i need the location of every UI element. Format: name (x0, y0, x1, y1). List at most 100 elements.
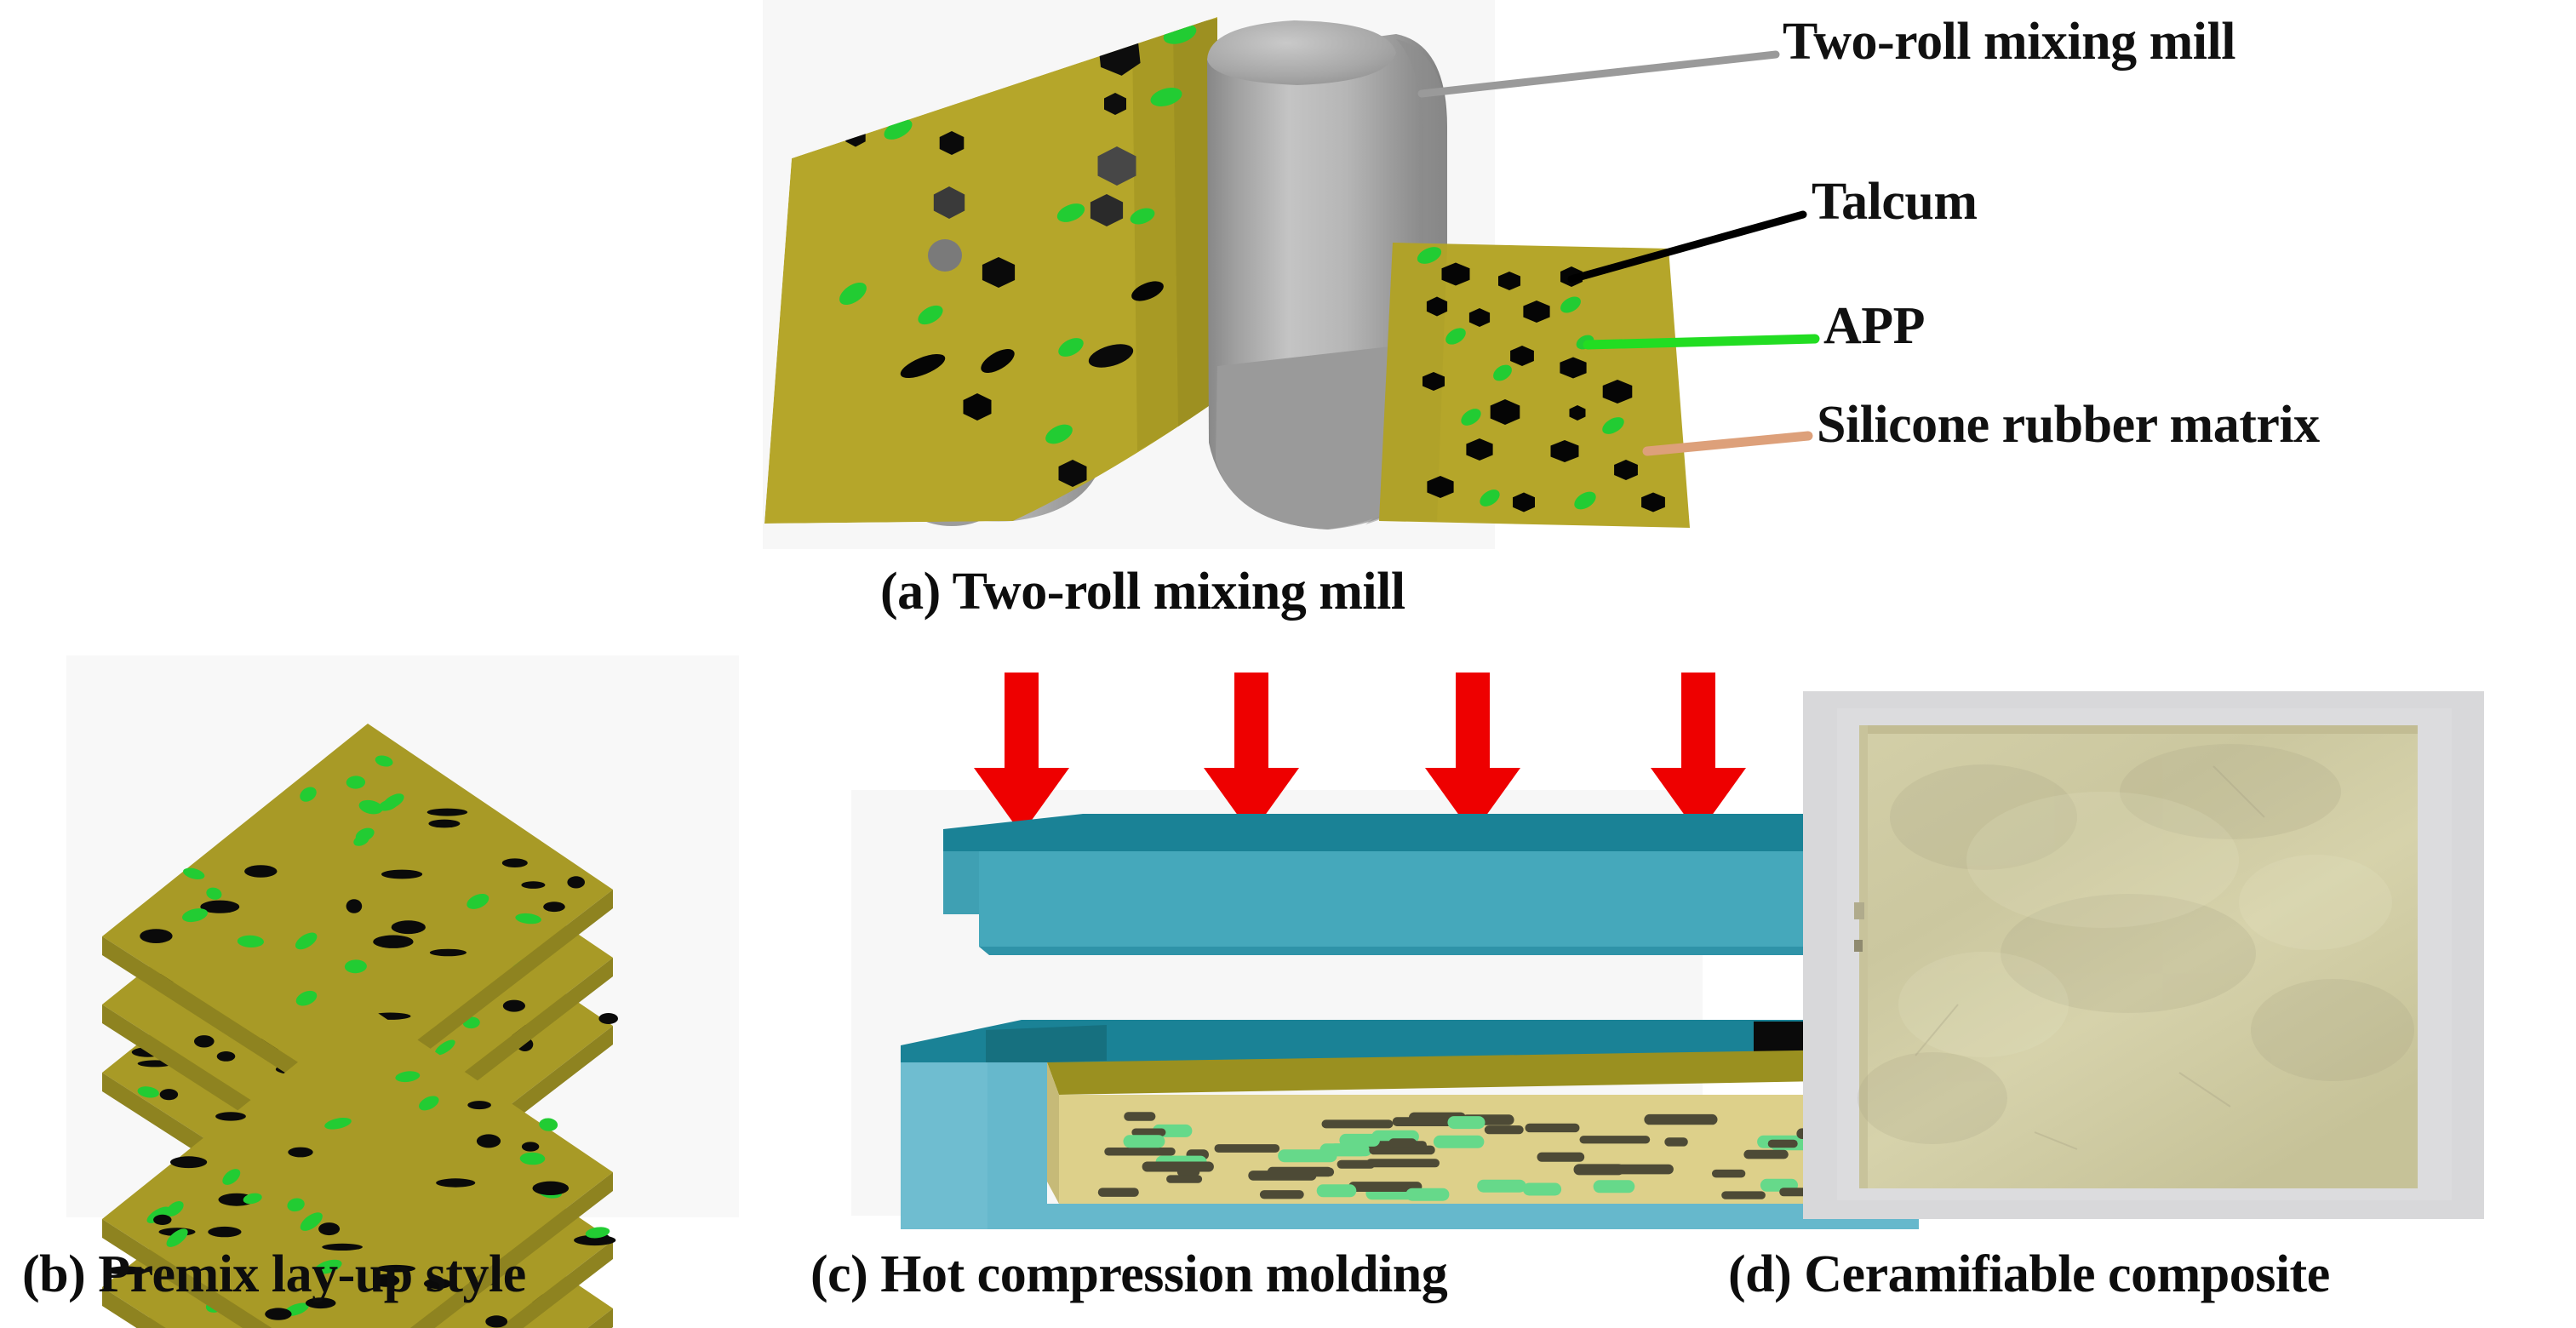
app-particle (585, 1227, 610, 1239)
panel-d-artwork (1803, 691, 2484, 1219)
talcum-particle (194, 1035, 215, 1048)
leader-line-mill (1417, 50, 1780, 98)
filler-particle (939, 131, 965, 155)
filler-particle (1131, 281, 1164, 301)
filler-particle (1574, 491, 1596, 510)
talcum-particle (476, 1134, 501, 1148)
talcum-particle (373, 935, 414, 948)
filler-particle (1130, 208, 1155, 225)
talcum-fiber (1131, 1128, 1166, 1136)
premix-sheet (102, 724, 613, 1113)
app-particle (344, 959, 367, 974)
app-particle (324, 1117, 352, 1130)
talcum-fiber (1337, 1159, 1376, 1169)
app-particle (519, 1152, 546, 1165)
talcum-fiber (1721, 1191, 1766, 1199)
app-particle (166, 1228, 188, 1247)
filler-particle (1423, 372, 1445, 391)
talcum-particle (428, 819, 461, 828)
filler-particle (1417, 247, 1442, 264)
talcum-particle (423, 1278, 452, 1290)
app-particle (346, 776, 366, 789)
filler-particle (851, 57, 889, 93)
talcum-fiber (1348, 1182, 1423, 1192)
talcum-fiber (1610, 1164, 1674, 1175)
app-particle (181, 908, 209, 923)
callout-label-app: APP (1823, 297, 1926, 355)
filler-particle (1445, 328, 1466, 345)
talcum-particle (373, 1274, 400, 1287)
talcum-fiber (1664, 1137, 1688, 1147)
premix-sheet-edge (102, 1287, 166, 1328)
filler-particle (1493, 364, 1512, 381)
panel-a-caption: (a) Two-roll mixing mill (880, 563, 1405, 621)
talcum-particle (208, 1226, 242, 1238)
premix-sheet-edge (587, 1308, 613, 1328)
talcum-particle (153, 1214, 172, 1225)
filler-particle (1045, 424, 1073, 444)
press-upper-punch (943, 814, 1915, 955)
filler-particle (1490, 399, 1520, 425)
talcum-particle (521, 1142, 540, 1152)
talcum-fiber (1767, 1139, 1798, 1148)
filler-particle (1480, 489, 1500, 507)
premix-sheet-edge (499, 1240, 613, 1328)
app-particle (375, 755, 393, 767)
filler-particle (1104, 93, 1126, 115)
app-particle (395, 1071, 421, 1083)
talcum-fiber (1644, 1113, 1718, 1125)
talcum-fiber (1142, 1161, 1214, 1172)
premix-stack-lower (102, 1006, 616, 1328)
app-particle (222, 1169, 241, 1185)
filler-particle (1097, 146, 1136, 186)
filler-particle (918, 305, 943, 325)
premix-sheet (102, 1006, 613, 1328)
filler-particle (919, 37, 952, 59)
talcum-particle (598, 1013, 618, 1024)
talcum-particle (567, 876, 585, 889)
talcum-fiber (1743, 1149, 1789, 1159)
talcum-fiber (1321, 1119, 1394, 1129)
callout-label-two-roll-mixing-mill: Two-roll mixing mill (1783, 13, 2235, 71)
pressure-arrow-1 (974, 673, 1069, 834)
filler-particle (1602, 417, 1624, 434)
app-fiber (1522, 1182, 1562, 1196)
filler-particle (839, 282, 867, 306)
callout-label-silicone-rubber-matrix: Silicone rubber matrix (1817, 396, 2320, 454)
talcum-particle (215, 1112, 246, 1121)
app-fiber (1278, 1149, 1337, 1163)
talcum-particle (501, 858, 528, 867)
talcum-particle (436, 1178, 476, 1188)
app-fiber (1433, 1135, 1485, 1148)
filler-particle (1560, 296, 1581, 313)
talcum-particle (200, 900, 240, 913)
panel-d-caption: (d) Ceramifiable composite (1728, 1245, 2330, 1303)
talcum-particle (288, 1147, 313, 1158)
talcum-fiber (1392, 1117, 1458, 1126)
talcum-fiber (1248, 1171, 1317, 1181)
app-particle (287, 1198, 305, 1212)
talcum-particle (265, 1308, 292, 1320)
filler-particle (982, 257, 1016, 288)
app-fiber (1316, 1184, 1357, 1198)
talcum-particle (140, 929, 173, 943)
talcum-particle (318, 1222, 341, 1236)
pressure-arrow-3 (1425, 673, 1520, 834)
talcum-fiber (1537, 1152, 1585, 1162)
talcum-particle (426, 808, 468, 816)
panel-b-caption: (b) Premix lay-up style (22, 1245, 526, 1303)
talcum-fiber (1166, 1175, 1203, 1183)
filler-particle (1056, 203, 1085, 222)
filler-particle (1498, 272, 1520, 290)
app-particle (358, 799, 383, 815)
app-particle (183, 867, 205, 880)
filler-particle (1058, 338, 1084, 357)
talcum-fiber (1484, 1125, 1524, 1135)
talcum-fiber (1259, 1190, 1304, 1199)
filler-particle (928, 239, 962, 272)
talcum-fiber (1214, 1144, 1280, 1153)
filler-particle (1614, 460, 1638, 480)
app-particle (300, 787, 317, 802)
filler-particle (1461, 409, 1481, 426)
filler-particle (975, 28, 1004, 47)
